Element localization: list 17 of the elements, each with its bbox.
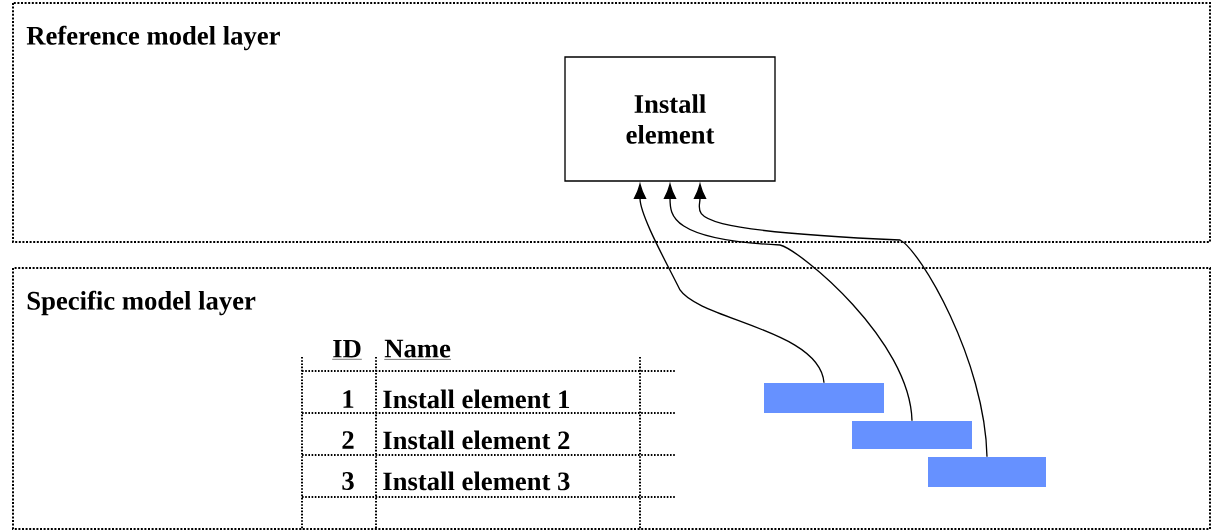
table-cell: 2	[342, 431, 354, 449]
layer-title: Specific model layer	[27, 290, 256, 316]
curved-arrow	[663, 183, 913, 422]
column-header: Name	[384, 339, 452, 360]
layer-title: Reference model layer	[26, 25, 280, 51]
curved-arrow	[633, 183, 825, 384]
bar	[764, 383, 884, 413]
process-box: Install element	[564, 56, 776, 182]
bar	[928, 457, 1046, 487]
table-cell: Install element 3	[383, 471, 570, 491]
table-cell: 1	[343, 390, 354, 408]
curved-arrow	[693, 183, 988, 458]
table-cell: 3	[342, 472, 354, 490]
table-cell: Install element 2	[383, 430, 570, 450]
column-header: ID	[331, 339, 363, 360]
bar	[852, 421, 972, 449]
table-cell: Install element 1	[383, 389, 570, 409]
